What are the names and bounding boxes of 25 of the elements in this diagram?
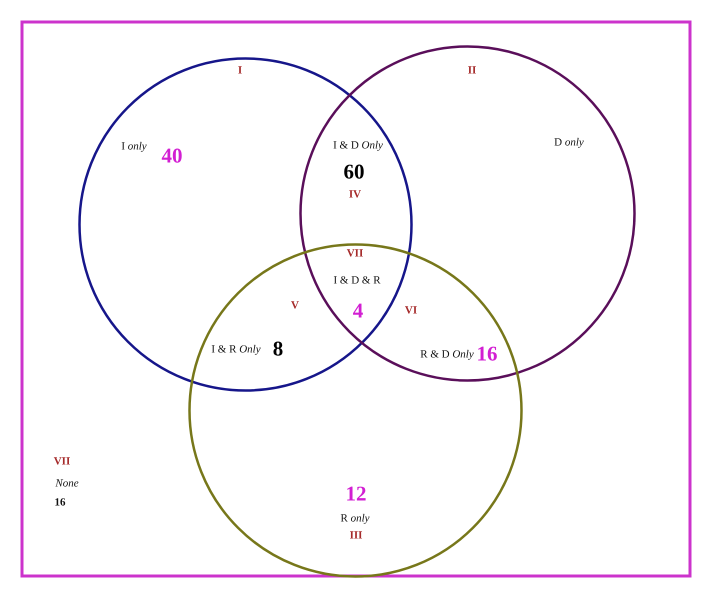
region-numeral: VII <box>54 456 70 468</box>
region-numeral: III <box>350 530 362 542</box>
region-count: 16 <box>476 344 498 364</box>
region-label: I & D & R <box>333 276 381 286</box>
set-circle <box>298 44 636 382</box>
region-numeral: I <box>238 66 242 76</box>
set-circle <box>188 242 522 578</box>
region-label: D only <box>554 138 584 148</box>
region-label: None <box>55 478 79 490</box>
region-numeral: VI <box>404 306 418 316</box>
region-count: 8 <box>272 338 284 360</box>
region-numeral: II <box>468 66 476 76</box>
region-label: I & D Only <box>333 140 383 152</box>
region-count: 4 <box>352 300 364 322</box>
region-count: 60 <box>344 162 364 182</box>
region-count: 40 <box>162 146 182 166</box>
region-count: 16 <box>54 498 66 508</box>
region-label: R & D Only <box>420 350 474 360</box>
region-numeral: V <box>291 300 299 312</box>
region-numeral: IV <box>348 190 362 200</box>
region-count: 12 <box>346 484 366 504</box>
region-label: R only <box>340 514 370 524</box>
region-label: I & R Only <box>211 344 261 356</box>
region-numeral: VII <box>346 248 364 260</box>
region-label: I only <box>121 142 147 152</box>
